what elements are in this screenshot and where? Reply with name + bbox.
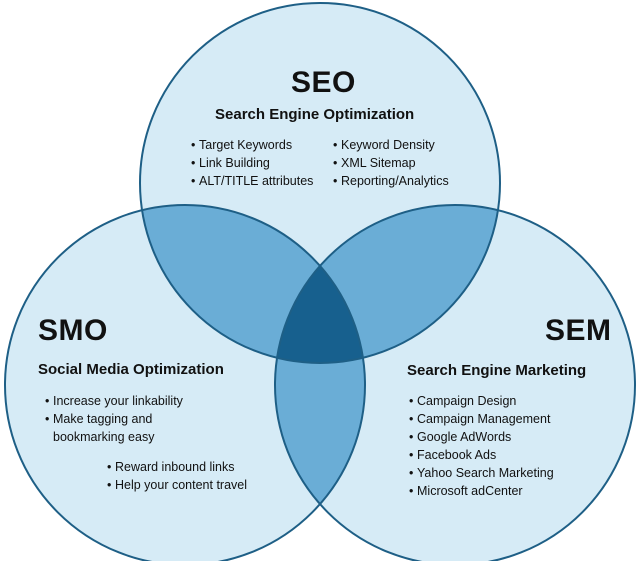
- list-item: Campaign Design: [409, 392, 554, 410]
- smo-subtitle: Social Media Optimization: [38, 361, 224, 378]
- list-item: Campaign Management: [409, 410, 554, 428]
- seo-circle-outline: [139, 2, 501, 364]
- smo-title: SMO: [38, 314, 108, 347]
- list-item: Reward inbound links: [107, 458, 247, 476]
- list-item: Link Building: [191, 154, 313, 172]
- smo-list-top: Increase your linkability Make tagging a…: [45, 392, 183, 446]
- seo-smo-overlap: [140, 205, 365, 363]
- list-item: Help your content travel: [107, 476, 247, 494]
- seo-sem-overlap: [275, 205, 500, 363]
- list-item: Target Keywords: [191, 136, 313, 154]
- list-item: ALT/TITLE attributes: [191, 172, 313, 190]
- list-item: Google AdWords: [409, 428, 554, 446]
- sem-title: SEM: [545, 314, 612, 347]
- list-item: Make tagging and: [45, 410, 183, 428]
- list-item: Facebook Ads: [409, 446, 554, 464]
- list-item: Increase your linkability: [45, 392, 183, 410]
- smo-list-bottom: Reward inbound links Help your content t…: [107, 458, 247, 494]
- sem-subtitle: Search Engine Marketing: [407, 362, 587, 379]
- seo-list-right: Keyword Density XML Sitemap Reporting/An…: [333, 136, 449, 190]
- smo-circle-outline: [4, 204, 366, 561]
- list-item: Reporting/Analytics: [333, 172, 449, 190]
- list-item: Yahoo Search Marketing: [409, 464, 554, 482]
- list-item: XML Sitemap: [333, 154, 449, 172]
- list-item: Keyword Density: [333, 136, 449, 154]
- sem-list: Campaign Design Campaign Management Goog…: [409, 392, 554, 500]
- seo-list-left: Target Keywords Link Building ALT/TITLE …: [191, 136, 313, 190]
- seo-title: SEO: [291, 66, 356, 99]
- seo-subtitle: Search Engine Optimization: [215, 106, 415, 123]
- list-item: bookmarking easy: [53, 430, 155, 444]
- sem-circle-outline: [274, 204, 636, 561]
- list-item: Microsoft adCenter: [409, 482, 554, 500]
